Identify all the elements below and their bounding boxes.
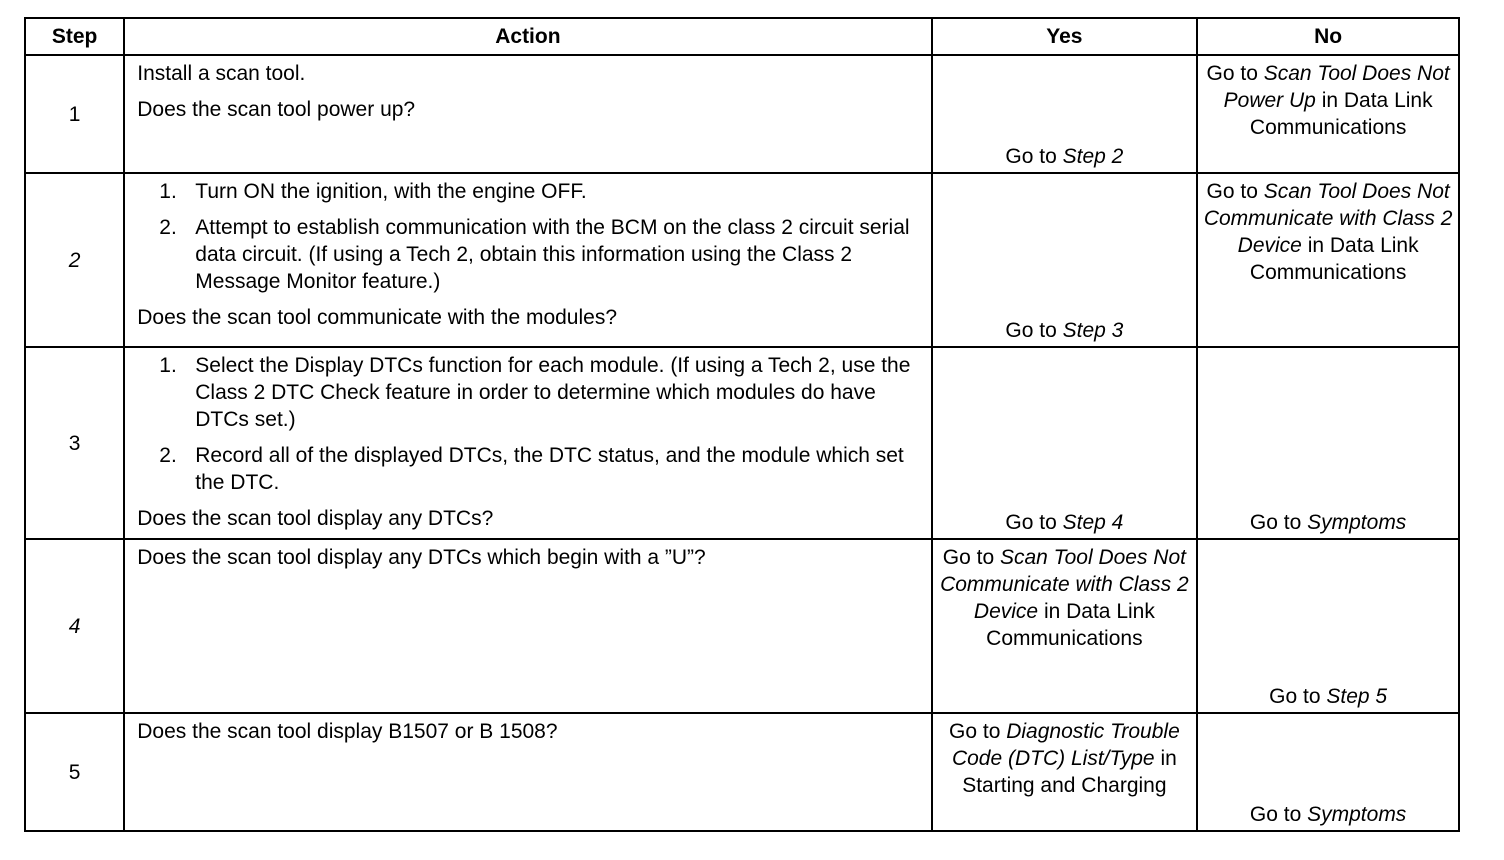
table-row: 3 1. Select the Display DTCs function for… bbox=[23, 346, 1460, 540]
action-question: Does the scan tool display any DTCs whic… bbox=[137, 546, 706, 569]
no-prefix: Go to bbox=[1249, 803, 1308, 826]
no-prefix: Go to bbox=[1269, 685, 1327, 708]
yes-link[interactable]: Step 2 bbox=[1062, 145, 1124, 168]
no-cell: Go to Symptoms bbox=[1196, 712, 1460, 832]
no-link[interactable]: Symptoms bbox=[1307, 511, 1407, 534]
list-item: 1. Turn ON the ignition, with the engine … bbox=[137, 178, 922, 205]
table-row: 4 Does the scan tool display any DTCs wh… bbox=[23, 538, 1460, 714]
no-cell: Go to Scan Tool Does Not Power Up in Dat… bbox=[1196, 54, 1460, 174]
action-list: 1. Turn ON the ignition, with the engine … bbox=[137, 178, 922, 295]
yes-link[interactable]: Scan Tool Does Not Communicate with Clas… bbox=[940, 546, 1189, 623]
no-prefix: Go to bbox=[1206, 62, 1264, 85]
no-cell: Go to Scan Tool Does Not Communicate wit… bbox=[1196, 172, 1460, 348]
no-cell: Go to Symptoms bbox=[1196, 346, 1460, 540]
list-number: 1. bbox=[159, 354, 177, 377]
list-text: Turn ON the ignition, with the engine OF… bbox=[195, 180, 587, 203]
list-number: 2. bbox=[159, 216, 177, 239]
yes-cell: Go to Step 2 bbox=[930, 54, 1199, 174]
step-number: 5 bbox=[23, 712, 126, 832]
yes-cell: Go to Diagnostic Trouble Code (DTC) List… bbox=[930, 712, 1199, 832]
action-list: 1. Select the Display DTCs function for e… bbox=[137, 352, 922, 496]
list-text: Select the Display DTCs function for eac… bbox=[195, 354, 911, 431]
action-question: Does the scan tool display any DTCs? bbox=[137, 507, 494, 530]
yes-prefix: Go to bbox=[1005, 319, 1063, 342]
action-question: Does the scan tool communicate with the … bbox=[137, 306, 618, 329]
yes-link[interactable]: Step 3 bbox=[1062, 319, 1124, 342]
action-cell: 1. Select the Display DTCs function for e… bbox=[123, 346, 933, 540]
no-prefix: Go to bbox=[1249, 511, 1308, 534]
list-number: 2. bbox=[159, 444, 177, 467]
no-prefix: Go to bbox=[1206, 180, 1264, 203]
yes-cell: Go to Scan Tool Does Not Communicate wit… bbox=[930, 538, 1199, 714]
list-number: 1. bbox=[159, 180, 177, 203]
action-cell: Install a scan tool. Does the scan tool … bbox=[123, 54, 933, 174]
no-suffix: in Data Link Communications bbox=[1249, 89, 1433, 139]
step-number: 2 bbox=[23, 172, 126, 348]
yes-suffix: in Starting and Charging bbox=[962, 747, 1177, 797]
list-item: 2. Attempt to establish communication wit… bbox=[137, 214, 922, 295]
header-step: Step bbox=[23, 17, 126, 56]
list-text: Record all of the displayed DTCs, the DT… bbox=[195, 444, 904, 494]
yes-link[interactable]: Step 4 bbox=[1062, 511, 1124, 534]
yes-cell: Go to Step 3 bbox=[930, 172, 1199, 348]
action-cell: Does the scan tool display B1507 or B 15… bbox=[123, 712, 933, 832]
yes-cell: Go to Step 4 bbox=[930, 346, 1199, 540]
header-yes: Yes bbox=[930, 17, 1199, 56]
yes-prefix: Go to bbox=[1005, 145, 1063, 168]
step-number: 1 bbox=[23, 54, 126, 174]
yes-prefix: Go to bbox=[1005, 511, 1063, 534]
no-link[interactable]: Symptoms bbox=[1307, 803, 1407, 826]
no-suffix: in Data Link Communications bbox=[1249, 234, 1419, 284]
no-link[interactable]: Scan Tool Does Not Communicate with Clas… bbox=[1203, 180, 1453, 257]
diagnostic-table: Step Action Yes No 1 Install a scan tool… bbox=[23, 17, 1460, 832]
list-item: 2. Record all of the displayed DTCs, the … bbox=[137, 442, 922, 496]
table-row: 1 Install a scan tool. Does the scan too… bbox=[23, 54, 1460, 174]
header-no: No bbox=[1196, 17, 1460, 56]
list-text: Attempt to establish communication with … bbox=[195, 216, 910, 293]
yes-prefix: Go to bbox=[942, 546, 1000, 569]
header-row: Step Action Yes No bbox=[23, 17, 1460, 56]
table-row: 2 1. Turn ON the ignition, with the engin… bbox=[23, 172, 1460, 348]
no-cell: Go to Step 5 bbox=[1196, 538, 1460, 714]
no-link[interactable]: Scan Tool Does Not Power Up bbox=[1223, 62, 1450, 112]
list-item: 1. Select the Display DTCs function for e… bbox=[137, 352, 922, 433]
header-action: Action bbox=[123, 17, 933, 56]
no-link[interactable]: Step 5 bbox=[1326, 685, 1388, 708]
yes-suffix: in Data Link Communications bbox=[986, 600, 1155, 650]
step-number: 4 bbox=[23, 538, 126, 714]
step-number: 3 bbox=[23, 346, 126, 540]
table-row: 5 Does the scan tool display B1507 or B … bbox=[23, 712, 1460, 832]
action-cell: Does the scan tool display any DTCs whic… bbox=[123, 538, 933, 714]
yes-prefix: Go to bbox=[949, 720, 1007, 743]
action-text: Install a scan tool. bbox=[137, 62, 306, 85]
action-cell: 1. Turn ON the ignition, with the engine … bbox=[123, 172, 933, 348]
action-question: Does the scan tool power up? bbox=[137, 98, 416, 121]
action-question: Does the scan tool display B1507 or B 15… bbox=[137, 720, 558, 743]
yes-link[interactable]: Diagnostic Trouble Code (DTC) List/Type bbox=[951, 720, 1180, 770]
